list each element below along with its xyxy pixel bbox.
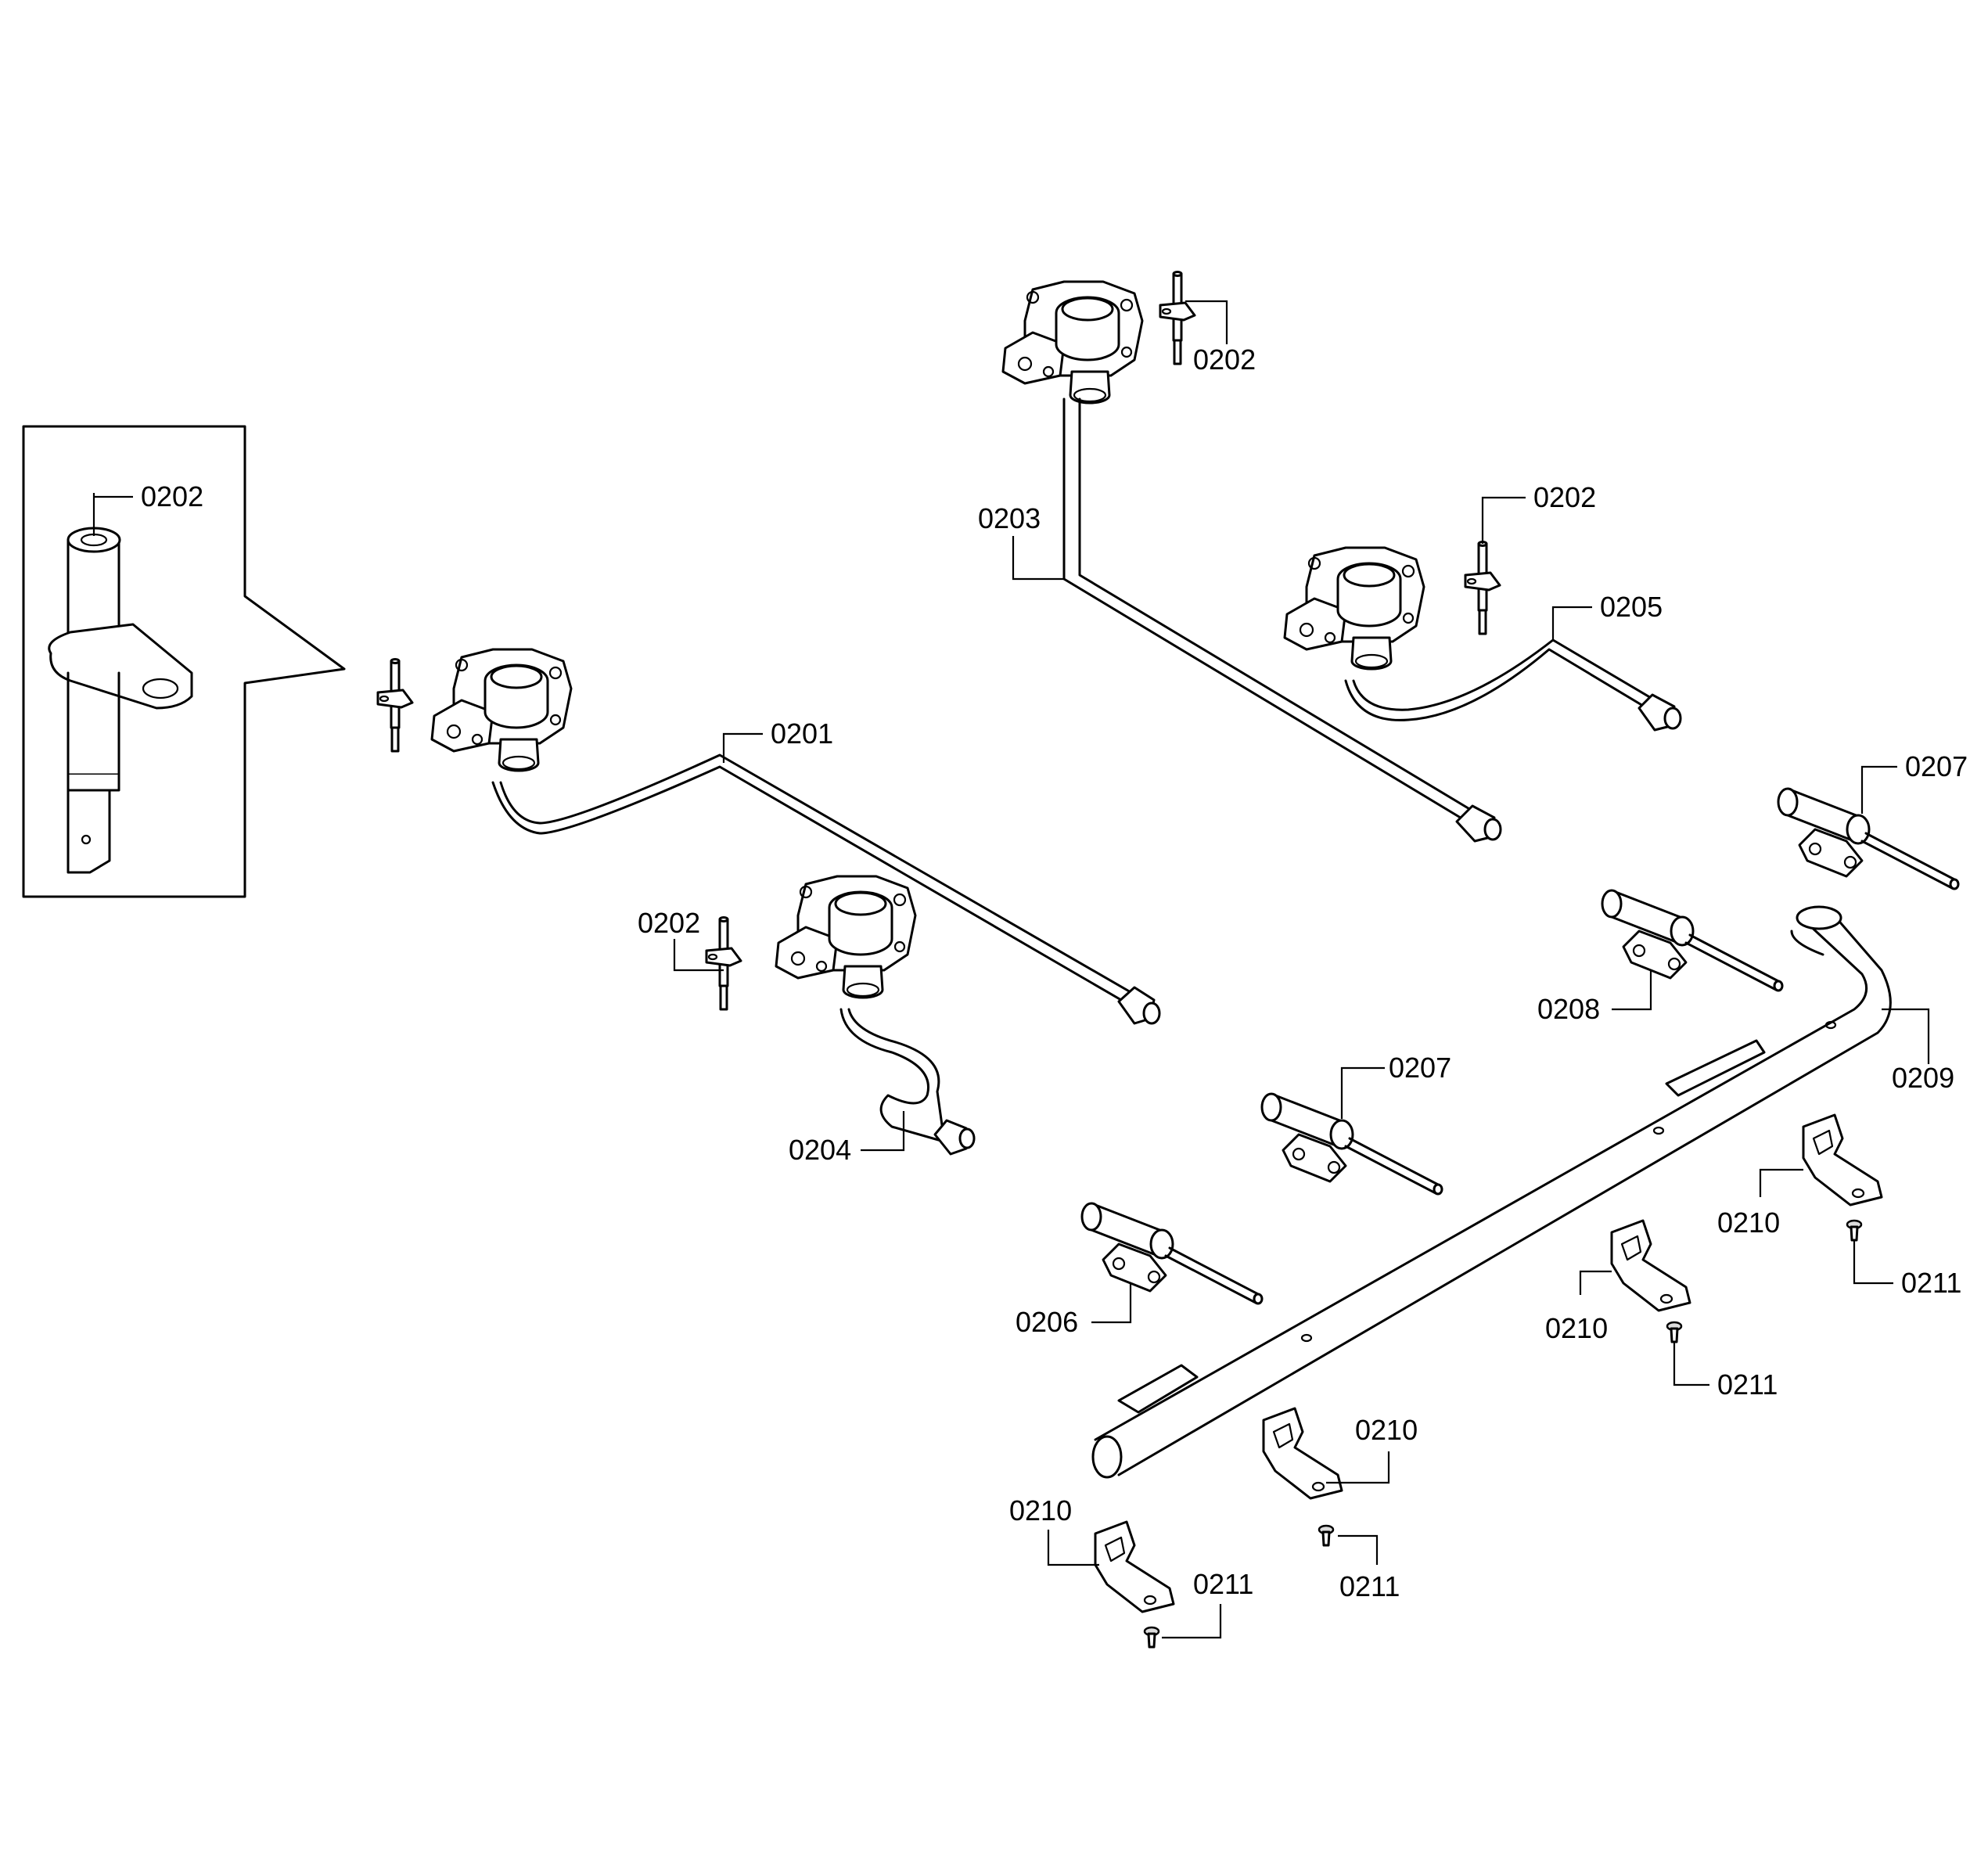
valve-0208 <box>1601 889 1784 992</box>
gas-rail-0209 <box>1091 905 1892 1479</box>
burner-left <box>376 648 573 772</box>
pipe-0203 <box>1062 397 1502 843</box>
burner-top <box>1001 271 1196 405</box>
label-0211-b: 0211 <box>1717 1368 1778 1401</box>
label-0202-mid: 0202 <box>638 907 700 939</box>
label-0207-right: 0207 <box>1905 750 1968 782</box>
valve-0207-right <box>1777 787 1960 890</box>
inset-callout <box>22 425 346 898</box>
label-0207-mid: 0207 <box>1389 1052 1451 1084</box>
label-0211-a: 0211 <box>1901 1267 1961 1299</box>
valve-0206 <box>1080 1202 1264 1305</box>
bracket-0210-b <box>1610 1219 1691 1312</box>
label-0204: 0204 <box>789 1134 851 1166</box>
bracket-0210-d <box>1094 1520 1175 1613</box>
burner-middle <box>705 875 917 1011</box>
label-0211-c: 0211 <box>1339 1570 1400 1602</box>
burner-right <box>1283 541 1501 671</box>
label-0210-d: 0210 <box>1009 1494 1072 1527</box>
label-0210-c: 0210 <box>1355 1414 1418 1446</box>
label-0208: 0208 <box>1537 993 1600 1025</box>
label-0202-top: 0202 <box>1193 343 1256 376</box>
label-0205: 0205 <box>1600 591 1663 623</box>
screw-0211-a <box>1846 1219 1863 1242</box>
label-0209: 0209 <box>1892 1062 1954 1094</box>
pipe-0205 <box>1344 638 1682 732</box>
label-0201: 0201 <box>771 717 833 750</box>
screw-0211-d <box>1143 1626 1160 1649</box>
screw-0211-c <box>1318 1524 1335 1547</box>
label-0202-right: 0202 <box>1533 481 1596 513</box>
valve-0207-mid <box>1260 1092 1443 1196</box>
pipe-0201 <box>491 753 1161 1025</box>
label-0210-b: 0210 <box>1545 1312 1608 1344</box>
label-0210-a: 0210 <box>1717 1206 1780 1239</box>
screw-0211-b <box>1666 1321 1683 1343</box>
label-0206: 0206 <box>1016 1306 1078 1338</box>
bracket-0210-a <box>1802 1113 1883 1206</box>
label-0203: 0203 <box>978 502 1041 534</box>
bracket-0210-c <box>1262 1407 1343 1500</box>
pipe-0204 <box>839 1008 976 1156</box>
label-0202-inset: 0202 <box>141 480 203 512</box>
label-0211-d: 0211 <box>1193 1568 1253 1600</box>
